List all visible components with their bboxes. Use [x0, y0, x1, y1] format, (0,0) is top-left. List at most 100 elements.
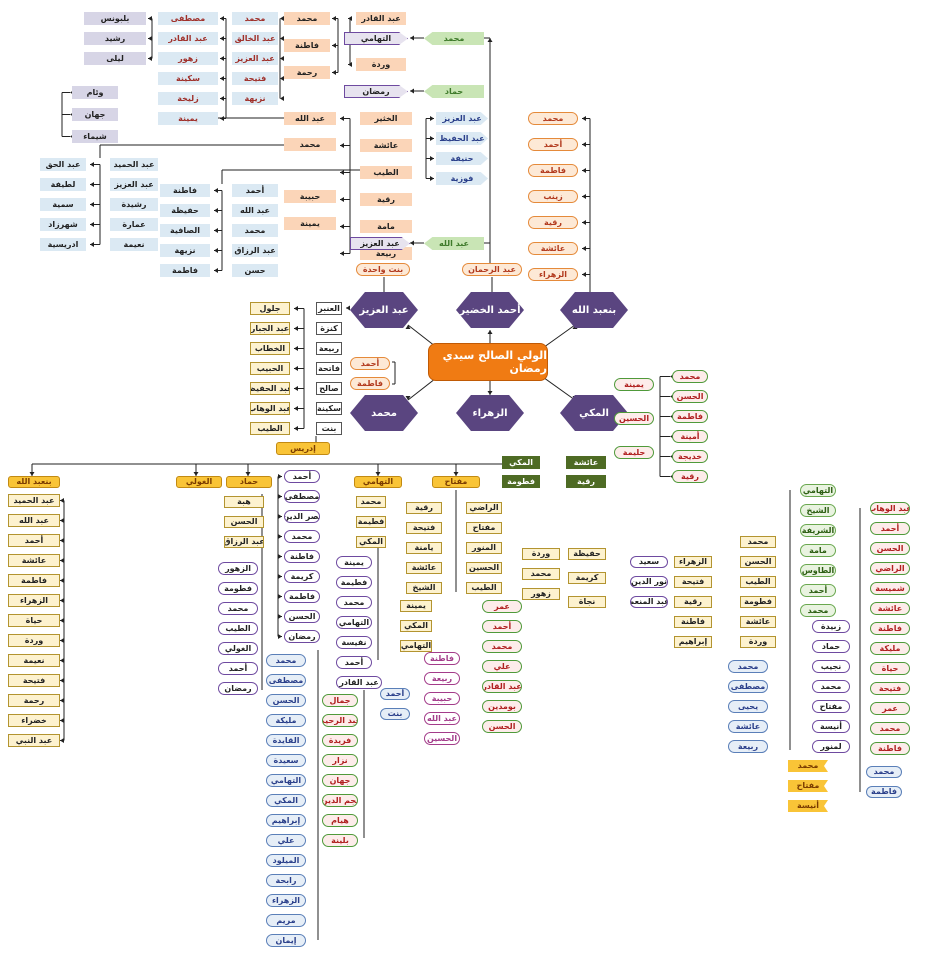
grandchild-node: أحمد [336, 656, 372, 669]
great-grandchild-node: عمارة [110, 218, 158, 231]
child-node: محمد [356, 496, 386, 508]
child-node: فاطمة [672, 410, 708, 423]
arrow-head [245, 472, 251, 476]
blue-arrow-node: عبد الحفيظ [436, 132, 488, 145]
arrow-head [214, 248, 218, 253]
grandchild-node: حسن [232, 264, 278, 277]
child-node: الطاوس [800, 564, 836, 577]
grandchild-node: فاطنة [160, 184, 210, 197]
arrow-head [582, 272, 586, 277]
green-arrow-node: محمد [424, 32, 484, 45]
grandchild-node: حبيبة [284, 190, 336, 203]
great-grandchild-node: محمد [266, 654, 306, 667]
son-hexagon: بنعبد الله [560, 292, 628, 328]
grandchild-node: الطيب [360, 166, 412, 179]
arrow-head [60, 518, 64, 523]
arrow-head [148, 36, 152, 41]
child-node: بنت [316, 422, 342, 435]
grandchild-node: حبيبة [424, 692, 460, 705]
child-node: العنبر [316, 302, 342, 315]
grandchild-node: محمد [218, 602, 258, 615]
arrow-head [430, 136, 434, 141]
arrow-head [410, 240, 414, 246]
grandchild-node: أحمد [482, 620, 522, 633]
grandchild-node: عبد الوهاب [250, 402, 290, 415]
arrow-head [280, 56, 284, 61]
child-node: الراضي [466, 502, 502, 514]
grandchild-node: عبد الله [424, 712, 460, 725]
grandchild-node: محمد [232, 12, 278, 25]
grandchild-node: فاطنة [424, 652, 460, 665]
grandchild-node: بومدين [482, 700, 522, 713]
arrow-head [220, 16, 224, 21]
arrow-head [487, 38, 493, 42]
grandchild-node: عبد القادر [336, 676, 382, 689]
grandchild-node: مليكة [870, 642, 910, 655]
grandchild-node: حماد [812, 640, 850, 653]
arrow-head [90, 222, 94, 227]
child-node: زينب [528, 190, 578, 203]
child-node: أحمد [528, 138, 578, 151]
grandchild-node: الحسن [482, 720, 522, 733]
grandchild-node: محمد [870, 722, 910, 735]
arrow-head [332, 16, 336, 21]
arrow-head [60, 698, 64, 703]
green-label: عائشة [566, 456, 606, 469]
green-arrow-node: حماد [424, 85, 484, 98]
grandchild-node: حياة [870, 662, 910, 675]
arrow-head [214, 268, 218, 273]
branch-head: الغولي [176, 476, 222, 488]
grandchild-node: أحمد [870, 522, 910, 535]
arrow-head [405, 325, 411, 329]
child-node: محمد [672, 370, 708, 383]
grandchild-node: زبيدة [812, 620, 850, 633]
grandchild-node: عمر [870, 702, 910, 715]
child-node: محمد [528, 112, 578, 125]
great-grandchild-node: علي [266, 834, 306, 847]
grandchild-node: عبد المنعم [630, 596, 668, 608]
arrow-head [60, 678, 64, 683]
child-node: خديجة [672, 450, 708, 463]
idris-node: إدريس [276, 442, 330, 455]
child-node: رمضان [284, 630, 320, 643]
arrow-head [90, 182, 94, 187]
arrow-head [278, 514, 282, 519]
child-node: المكي [356, 536, 386, 548]
child-node: الطيب [466, 582, 502, 594]
arrow-head [278, 574, 282, 579]
child-node: فاطنة [284, 550, 320, 563]
grandchild-node: يمينة [158, 112, 218, 125]
blue-arrow-node: حنيفة [436, 152, 488, 165]
child-node: وردة [740, 636, 776, 648]
grandchild-node: يمينة [336, 556, 372, 569]
child-node: رقية [672, 470, 708, 483]
grandchild-node: فاطمة [160, 264, 210, 277]
arrow-head [278, 554, 282, 559]
arrow-head [220, 36, 224, 41]
grandchild-node: مصطفى [728, 680, 768, 693]
root-ancestor: الولي الصالح سيدي رمضان [428, 343, 548, 381]
great-grandchild-node: عبد الحق [40, 158, 86, 171]
child-node: عائشة [740, 616, 776, 628]
grandchild-node: محمد [728, 660, 768, 673]
great-grandchild-node: نعيمة [110, 238, 158, 251]
arrow-head [332, 43, 336, 48]
child-node: هبة [224, 496, 264, 508]
grandchild-node: الحسين [424, 732, 460, 745]
grandchild-node: يمينة [284, 217, 336, 230]
arrow-head [220, 56, 224, 61]
grandchild-node: الطيب [218, 622, 258, 635]
branch-head: مفتاح [432, 476, 480, 488]
child-node: عبد النبي [8, 734, 60, 747]
child-node: الشيخ [406, 582, 442, 594]
grandchild-node: ليلى [84, 52, 146, 65]
arrow-head [278, 634, 282, 639]
arrow-head [430, 176, 434, 181]
child-node: يامنة [406, 542, 442, 554]
arrow-head [278, 534, 282, 539]
child-node: الزهراء [8, 594, 60, 607]
great-grandchild-node: رشيدة [110, 198, 158, 211]
great-grandchild-node: الميلود [266, 854, 306, 867]
arrow-head [214, 208, 218, 213]
